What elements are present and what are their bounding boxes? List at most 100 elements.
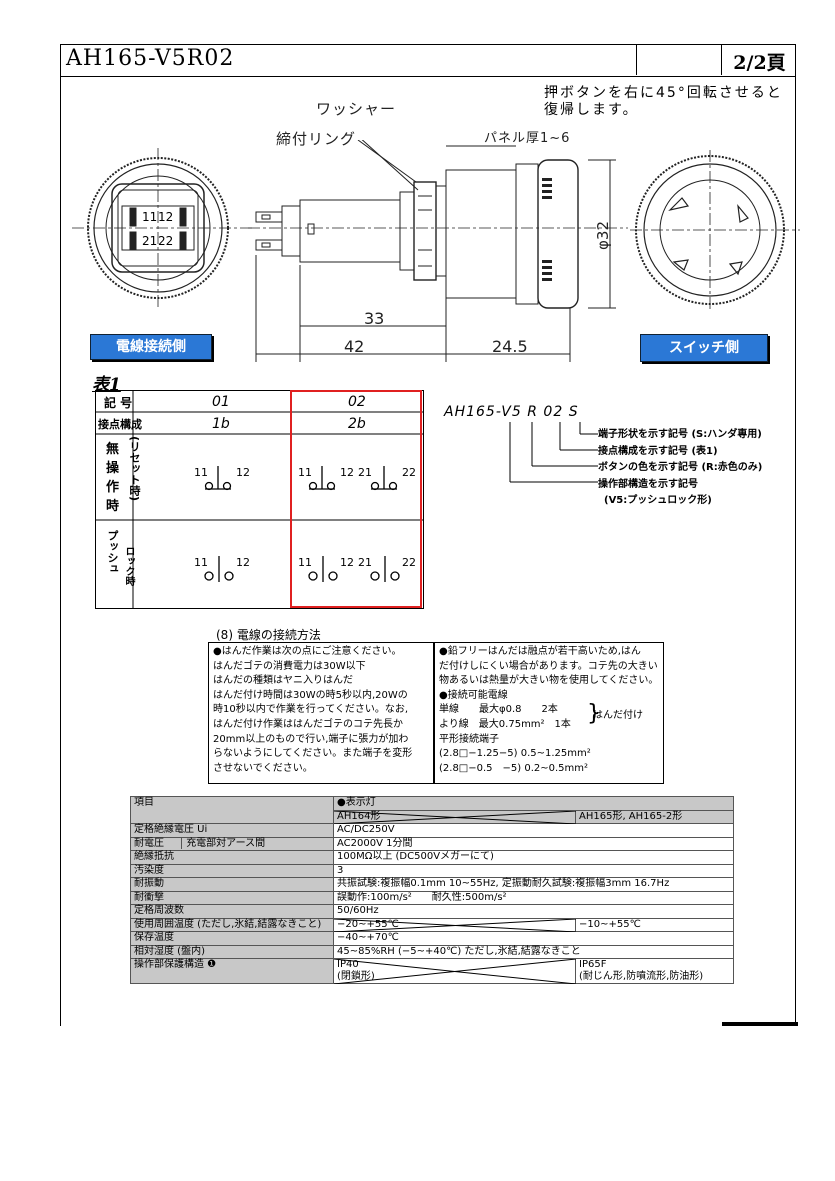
spec-value-right: IP65F (耐じん形,防噴流形,防油形) [575, 958, 734, 984]
spec-value: AC/DC250V [333, 823, 734, 838]
spec-value-left-text: −20~+55℃ [337, 918, 399, 930]
wiring-right-line: より線 最大0.75mm² 1本 [439, 718, 571, 730]
spec-label: 絶縁抵抗 [130, 850, 334, 865]
spec-sub-right: AH165形, AH165-2形 [575, 809, 734, 824]
nonop-char-2: 操 [106, 461, 120, 476]
spec-label: 相対湿度 (盤内) [130, 944, 334, 959]
page-number-cell: 2/2頁 [721, 44, 797, 75]
tbl-02-reset-12: 12 [340, 466, 354, 479]
wiring-right-line: (2.8□−0.5 −5) 0.2~0.5mm² [439, 762, 589, 774]
reset-note: 押ボタンを右に45°回転させると 復帰します。 [544, 85, 783, 119]
wiring-left-line: らないようにしてください。また端子を変形 [213, 748, 413, 760]
tbl-01-push-12: 12 [236, 556, 250, 569]
table-row: 保存温度 −40~+70℃ [130, 931, 734, 946]
table-row: AH164形 AH165形, AH165-2形 [131, 809, 734, 824]
solder-note: はんだ付け [593, 710, 643, 721]
spec-value-left-sub: (閉鎖形) [337, 971, 375, 982]
spec-label: 操作部保護構造 ❶ [130, 958, 334, 984]
table-row: 項目 ●表示灯 [130, 796, 734, 824]
spec-value: −40~+70℃ [333, 931, 734, 946]
spec-value: 3 [333, 863, 734, 878]
wiring-title: (8) 電線の接続方法 [216, 628, 321, 642]
table1-col-01: 01 [212, 394, 230, 410]
spec-sublabel: 充電部対アース間 [181, 837, 266, 849]
wiring-left-line: はんだ付け作業ははんだゴテのコテ先長か [213, 718, 403, 730]
wiring-left-line: させないでください。 [213, 762, 313, 774]
legend-contact: 接点構成を示す記号 (表1) [598, 445, 718, 457]
table1-push-label: プッシュ [106, 530, 119, 574]
table-row: 操作部保護構造 ❶ IP40 (閉鎖形) IP65F (耐じん形,防噴流形,防油… [130, 958, 734, 984]
wiring-left-line: はんだの種類はヤニ入りはんだ [213, 675, 353, 687]
spec-label: 汚染度 [130, 863, 334, 878]
spec-value-right-sub: (耐じん形,防噴流形,防油形) [579, 971, 704, 982]
spec-header-item: 項目 [130, 796, 334, 824]
wiring-left-line: はんだゴテの消費電力は30W以下 [213, 660, 366, 672]
spec-sub-left: AH164形 [333, 809, 576, 824]
table-row: 絶縁抵抗 100MΩ以上 (DC500Vメガーにて) [130, 850, 734, 865]
legend-operator: 操作部構造を示す記号 [598, 478, 698, 490]
legend-operator-v5: (V5:プッシュロック形) [604, 495, 712, 506]
dimension-33: 33 [364, 309, 384, 328]
wiring-left-line: ●はんだ作業は次の点にご注意ください。 [213, 646, 402, 657]
table-row: 耐振動 共振試験:複振幅0.1mm 10~55Hz, 定振動耐久試験:複振幅3m… [130, 877, 734, 892]
table1-contact-02: 2b [348, 416, 366, 432]
table-row: 定格周波数 50/60Hz [130, 904, 734, 919]
table-row: 使用周囲温度 (ただし,氷結,結露なきこと) −20~+55℃ −10~+55℃ [130, 917, 734, 932]
nonop-char-3: 作 [106, 480, 120, 495]
spec-label: 使用周囲温度 (ただし,氷結,結露なきこと) [130, 917, 334, 932]
frame-bottom-bar [722, 1022, 798, 1026]
table-row: 定格絶縁電圧 Ui AC/DC250V [130, 823, 734, 838]
wiring-right-line: ●鉛フリーはんだは融点が若干高いため,はん [439, 646, 641, 657]
spec-sub-left-text: AH164形 [337, 810, 381, 822]
tbl-01-reset-11: 11 [194, 466, 208, 479]
wiring-right-line: だ付けしにくい場合があります。コテ先の大きい [439, 660, 658, 672]
table-row: 相対湿度 (盤内) 45~85%RH (−5~+40℃) ただし,氷結,結露なき… [130, 944, 734, 959]
wiring-left-line: はんだ付け時間は30Wの時5秒以内,20Wの [213, 689, 408, 701]
tbl-02-reset-11: 11 [298, 466, 312, 479]
wiring-right-box: ●鉛フリーはんだは融点が若干高いため,はん だ付けしにくい場合があります。コテ先… [434, 642, 664, 784]
spec-table: 項目 ●表示灯 AH164形 AH165形, AH165-2形 定格絶縁電圧 U… [130, 796, 734, 984]
page-number: 2/2頁 [733, 52, 786, 74]
na-cross-icon [334, 959, 576, 984]
nonop-char-1: 無 [106, 442, 120, 457]
wiring-right-line: 物あるいは熱量が大きい物を使用してください。 [439, 675, 659, 687]
dimension-42: 42 [344, 337, 364, 356]
table-row: 耐電圧 充電部対アース間 AC2000V 1分間 [130, 836, 734, 851]
table-row: 耐衝撃 誤動作:100m/s² 耐久性:500m/s² [130, 890, 734, 905]
washer-label: ワッシャー [316, 100, 397, 118]
switch-side-label: スイッチ側 [640, 334, 768, 362]
model-code: AH165-V5 R 02 S [444, 404, 579, 420]
terminal-21-label: 21 [142, 234, 157, 248]
spec-value-right-text: IP65F [579, 959, 607, 970]
spec-value-left: −20~+55℃ [333, 917, 576, 932]
tbl-01-reset-12: 12 [236, 466, 250, 479]
table1-col-02: 02 [348, 394, 366, 410]
table1-symbol-header: 記 号 [104, 396, 133, 410]
spec-label: 耐衝撃 [130, 890, 334, 905]
table1-contact-header: 接点構成 [98, 418, 142, 431]
table-row: 汚染度 3 [130, 863, 734, 878]
wiring-right-line: (2.8□−1.25−5) 0.5~1.25mm² [439, 748, 591, 760]
spec-label: 定格絶縁電圧 Ui [130, 823, 334, 838]
spec-value: 50/60Hz [333, 904, 734, 919]
na-cross-icon [334, 810, 576, 824]
spec-label: 定格周波数 [130, 904, 334, 919]
title-block: AH165-V5R02 2/2頁 [60, 44, 796, 77]
terminal-11-label: 11 [142, 210, 157, 224]
table1-grid [95, 390, 424, 609]
spec-value-left-text: IP40 [337, 959, 359, 970]
wiring-left-box: ●はんだ作業は次の点にご注意ください。 はんだゴテの消費電力は30W以下 はんだ… [208, 642, 434, 784]
spec-value-left: IP40 (閉鎖形) [333, 958, 576, 984]
terminal-22-label: 22 [158, 234, 173, 248]
spec-label-text: 耐電圧 [134, 837, 164, 849]
spec-label: 耐電圧 充電部対アース間 [130, 836, 334, 851]
table1-nonop-label: 無 操 作 時 [106, 440, 122, 516]
table1-lock-label: ロック時 [123, 546, 134, 586]
wiring-right-line: 単線 最大φ0.8 2本 [439, 704, 558, 716]
tbl-01-push-11: 11 [194, 556, 208, 569]
ring-label: 締付リング [276, 130, 357, 148]
model-code-legend: 端子形状を示す記号 (S:ハンダ専用) 接点構成を示す記号 (表1) ボタンの色… [598, 427, 762, 510]
tbl-02-push-22: 22 [402, 556, 416, 569]
tbl-02-push-21: 21 [358, 556, 372, 569]
spec-value: 100MΩ以上 (DC500Vメガーにて) [333, 850, 734, 865]
